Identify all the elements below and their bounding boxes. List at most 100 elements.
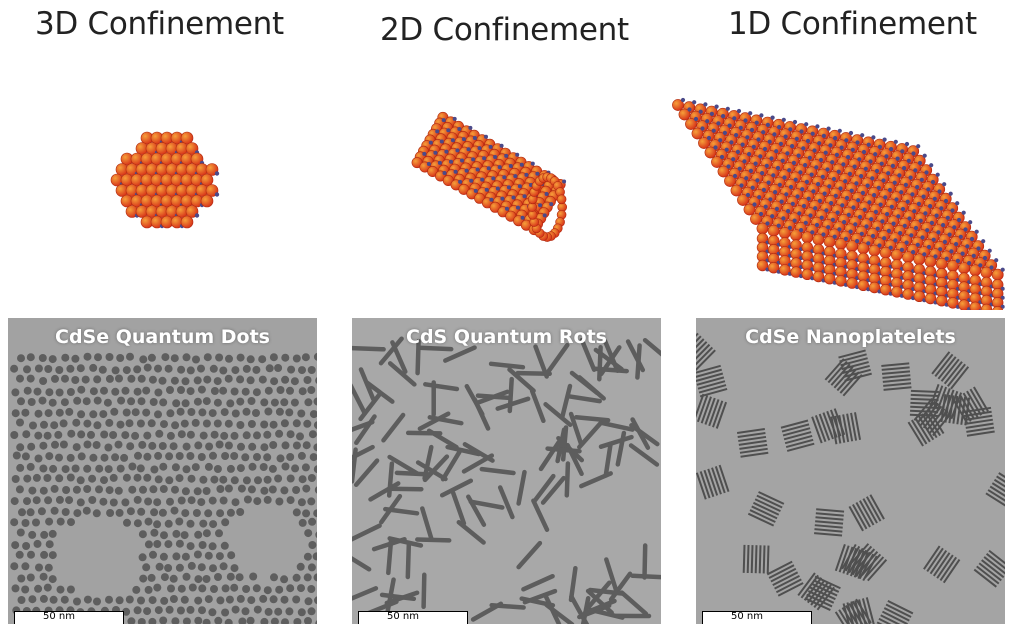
nanoparticle — [197, 563, 206, 572]
atom-small — [848, 130, 854, 136]
atom-small — [480, 177, 485, 182]
atom-small — [473, 188, 478, 193]
nanoparticle — [106, 509, 115, 517]
atom-small — [919, 177, 924, 182]
nanoparticle — [236, 421, 245, 429]
atom-small — [976, 246, 981, 251]
nanoparticle — [89, 387, 98, 396]
atom-small — [428, 140, 433, 145]
atom-small — [837, 128, 842, 133]
nanoparticle — [208, 608, 217, 617]
atom-small — [886, 171, 891, 176]
nanoparticle — [225, 354, 233, 363]
nanoparticle — [186, 366, 195, 375]
atom-small — [870, 176, 875, 181]
nanoparticle — [302, 441, 311, 450]
nanoparticle — [77, 430, 86, 439]
atom-small — [765, 221, 770, 226]
nanoparticle — [249, 572, 258, 581]
atom-small — [950, 208, 955, 213]
nanoparticle — [116, 354, 125, 362]
nanorod — [353, 458, 380, 488]
nanoparticle — [292, 354, 301, 363]
atom-small — [422, 151, 427, 156]
atom-small — [738, 125, 743, 130]
nanoplatelet-stack — [797, 572, 835, 611]
nanoparticle — [291, 464, 300, 473]
atom-small — [737, 166, 742, 171]
atom — [698, 137, 710, 149]
atom-small — [936, 230, 941, 235]
atom — [902, 288, 914, 300]
nanoparticle — [132, 585, 141, 594]
nanoparticle — [66, 473, 75, 482]
atom-small — [716, 121, 721, 126]
nanoparticle — [298, 475, 307, 484]
nanoparticle — [209, 364, 218, 373]
nanoparticle — [242, 476, 251, 485]
nanoparticle — [122, 607, 131, 616]
nanoparticle — [133, 365, 142, 374]
atom-small — [883, 195, 888, 200]
nanoparticle — [51, 374, 59, 383]
nanoplatelet-model — [672, 97, 1005, 310]
nanoparticle — [120, 453, 129, 462]
nanorod — [540, 475, 566, 505]
atom-small — [709, 111, 714, 116]
nanoparticle — [169, 442, 178, 451]
atom-small — [817, 198, 822, 203]
nanoparticle — [307, 563, 316, 572]
nanoparticle — [22, 430, 31, 439]
nanoparticle — [315, 531, 317, 539]
nanoparticle — [202, 529, 211, 538]
atom — [790, 266, 802, 278]
atom-small — [771, 173, 776, 178]
atom-small — [748, 168, 753, 173]
nanoparticle — [144, 585, 153, 594]
nanorod — [516, 469, 527, 506]
nanoparticle — [21, 562, 30, 571]
atom — [200, 173, 214, 187]
atom-small — [466, 147, 471, 152]
nanoparticle — [230, 564, 239, 573]
atom-small — [495, 186, 500, 191]
nanoparticle — [16, 418, 24, 427]
nanoparticle — [238, 617, 247, 624]
nanoparticle — [87, 430, 95, 439]
nanoparticle — [55, 453, 63, 462]
atom-small — [808, 213, 813, 218]
nanoparticle — [138, 553, 147, 562]
atom-small — [819, 215, 824, 220]
nanoparticle — [268, 485, 277, 494]
nanoparticle — [48, 529, 57, 538]
nanorod — [387, 536, 424, 548]
nanoparticle — [186, 430, 195, 439]
nanoparticle — [177, 365, 186, 374]
nanoparticle — [242, 364, 251, 373]
atom-small — [722, 130, 727, 135]
nanoparticle — [153, 520, 162, 529]
atom-small — [873, 209, 878, 214]
nanoparticle — [314, 596, 317, 605]
scale-bar-label: 50 nm — [43, 611, 75, 622]
nanoparticle — [177, 496, 186, 505]
atom-small — [828, 143, 833, 148]
nanoparticle — [263, 430, 272, 439]
atom-small — [477, 146, 482, 151]
nanorod — [642, 337, 661, 357]
nanorod — [531, 498, 550, 532]
nanoparticle — [247, 397, 256, 405]
nanoparticle — [40, 530, 49, 539]
atom-small — [830, 217, 835, 222]
nanoplatelet-stack — [696, 464, 730, 500]
nanoparticle — [148, 441, 157, 450]
nanoparticle — [186, 542, 195, 551]
atom-small — [916, 201, 921, 206]
nanoparticle — [181, 377, 190, 386]
nanoparticle — [209, 564, 217, 573]
nanoparticle — [165, 476, 174, 485]
atom-small — [194, 213, 200, 218]
atom-small — [868, 159, 873, 164]
nanorod — [630, 417, 651, 450]
atom-small — [875, 226, 880, 231]
